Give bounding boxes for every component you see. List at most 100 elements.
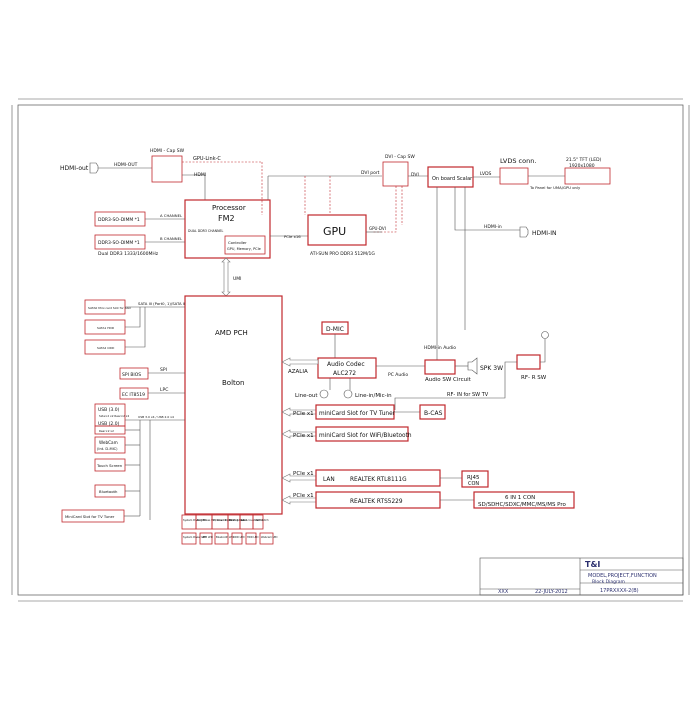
dvi-cap-sw-box	[382, 161, 409, 187]
led-5-label: HDD LED	[247, 535, 258, 539]
audio-sw-label: Audio SW Circuit	[425, 377, 472, 383]
controller-sub-label: GPU, Memory, PCIe	[227, 247, 261, 251]
touch-screen-label: Touch Screen	[96, 463, 123, 468]
rf-in-label: RF- IN for SW TV	[447, 392, 489, 398]
card-con-label: 6 IN 1 CON	[505, 495, 535, 501]
a-channel-label: A CHANNEL	[160, 213, 183, 218]
umi-bus-arrow	[221, 257, 231, 297]
spi-label: SPI	[160, 367, 167, 373]
led-6-label: Webcam LED	[261, 535, 278, 539]
fm2-label: FM2	[218, 214, 235, 223]
dual-ddr-channel-label: DUAL DDR3 CHANNEL	[188, 229, 224, 233]
spi-bios-box	[119, 367, 149, 380]
hdmi-cap-sw-label: HDMI - Cap SW	[150, 148, 185, 154]
title-company: T&I	[585, 560, 600, 569]
pcie-x1-tv-label: PCIe x1	[293, 411, 314, 417]
pcie-x1-lan-label: PCIe x1	[293, 471, 314, 477]
b-cas-label: B-CAS	[424, 410, 443, 417]
card-types-label: SD/SDHC/SDXC/MMC/MS/MS Pro	[478, 502, 567, 508]
title-number: 17PRXXXX-2(B)	[600, 588, 639, 594]
led-3-label: Bluetooth LED	[216, 535, 234, 539]
switch-row: System Power LED Brightness UP / Down Sw…	[181, 514, 269, 530]
page-border	[17, 104, 684, 596]
amd-pch-box	[184, 295, 283, 515]
lpc-label: LPC	[160, 387, 168, 393]
ddr-a-label: DDR3-SO-DIMM *1	[98, 217, 140, 223]
title-block-label: Block Diagram	[592, 579, 625, 585]
lan-label: LAN	[323, 477, 335, 483]
title-date: 22-JULY-2012	[535, 589, 568, 595]
sata1-label: SATA1 HDD	[97, 326, 115, 330]
webcam-label: WebCam	[99, 440, 118, 445]
rj45-box	[461, 470, 489, 488]
ec-label: EC IT8519	[122, 392, 145, 398]
tft-title: 21.5" TFT (LED)	[566, 157, 602, 163]
on-board-scalar-label: On board Scalar	[432, 176, 473, 182]
minicard-tv-label: miniCard Slot for TV Tuner	[319, 411, 396, 417]
alc272-label: ALC272	[333, 370, 356, 377]
hdmi-in-audio-label: HDMI-in Audio	[424, 345, 456, 351]
sata-bus-label: SATA III (Port0, 1)/SATA II	[138, 301, 185, 306]
switch-1-label: System Power LED	[183, 518, 206, 522]
hdmi-out-connector-icon	[89, 162, 99, 174]
usb2-sub-label: Rear×2 x2	[99, 429, 114, 433]
switch-4-label: AV Play Switch	[229, 518, 248, 522]
switch-2-label: Brightness UP / Down Switch	[197, 518, 233, 522]
sata0-label: SATA0 Mini card Slot for SSD	[88, 306, 132, 310]
spk-label: SPK 3W	[480, 365, 503, 372]
audio-sw-box	[424, 359, 456, 375]
gpu-link-c-label: GPU-Link-C	[193, 156, 221, 162]
webcam-sub-label: (Int. D-MIC)	[97, 447, 118, 451]
bluetooth-label: Bluetooth	[99, 489, 118, 494]
gpu-caption: ATI-SUN PRO DDR3 512M/1G	[310, 251, 375, 257]
ddr-speed-label: Dual DDR3 1333/1600MHz	[98, 251, 159, 257]
lvds-connector-box	[499, 167, 529, 185]
sata2-label: SATA2 ODD	[97, 346, 115, 350]
b-cas-box	[419, 404, 446, 420]
line-in-label: Line-in/Mic-in	[355, 393, 392, 399]
gpu-dvi-label: GPU-DVI	[369, 226, 386, 231]
amd-pch-label: AMD PCH	[215, 329, 248, 337]
rf-sw-label: RF- R SW	[521, 375, 547, 381]
line-in-jack-icon	[343, 389, 353, 399]
realtek-card-label: REALTEK RTS5229	[350, 499, 403, 505]
b-channel-label: B CHANNEL	[160, 236, 183, 241]
led-row: System Power LED WiFi LED Bluetooth LED …	[181, 532, 278, 545]
spi-bios-label: SPI BIOS	[122, 372, 141, 378]
processor-label: Processor	[212, 204, 246, 212]
tft-resolution: 1920x1080	[569, 163, 595, 169]
tft-panel-box	[564, 167, 611, 185]
hdmi-out-wire-label: HDMI-OUT	[114, 162, 138, 168]
minicard-wifi-box	[315, 426, 409, 442]
title-block: T&I MODEL,PROJECT,FUNCTION Block Diagram…	[479, 557, 684, 596]
title-xxx: XXX	[498, 589, 509, 595]
led-2-label: WiFi LED	[202, 535, 213, 539]
switch-6-label: OSD Switch	[254, 518, 269, 522]
dvi-cap-sw-label: DVI - Cap SW	[385, 154, 415, 160]
umi-label: UMI	[233, 276, 242, 282]
switch-3-label: Volume UP / Down Switch	[213, 518, 245, 522]
controller-box	[224, 235, 266, 255]
rj45-sub-label: CON	[468, 481, 479, 487]
rj45-label: RJ45	[467, 475, 480, 481]
usb3-label: USB (3.0)	[98, 407, 120, 413]
hdmi-out-label: HDMI-out	[60, 165, 89, 172]
controller-label: Controller	[228, 240, 247, 245]
usb3-sub-label: Side×2 x2 Rear×2 x2	[99, 414, 129, 418]
audio-codec-box	[317, 357, 377, 379]
gpu-label: GPU	[323, 225, 346, 238]
hdmi-in-wire-label: HDMI-in	[484, 224, 502, 230]
azalia-label: AZALIA	[288, 369, 308, 375]
led-4-label: ODD LED	[233, 535, 245, 539]
lvds-wire-label: LVDS	[480, 171, 492, 177]
rf-sw-box	[516, 354, 541, 370]
ec-box	[119, 387, 149, 400]
audio-codec-label: Audio Codec	[327, 361, 365, 368]
card-con-box	[473, 491, 575, 509]
hdmi-wire-label: HDMI	[194, 172, 206, 178]
pcie-x16-label: PCIe x16	[284, 234, 301, 239]
line-out-jack-icon	[319, 389, 329, 399]
sata-devices: SATA0 Mini card Slot for SSD SATA1 HDD S…	[84, 299, 132, 355]
